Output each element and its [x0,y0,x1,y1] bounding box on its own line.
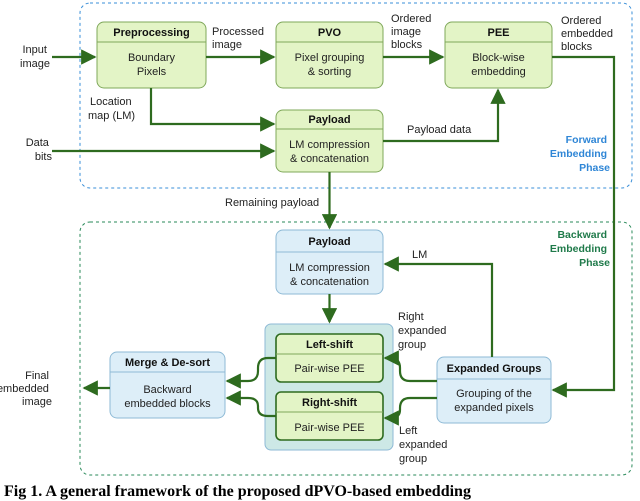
processed-image-label: Processed image [212,26,267,51]
svg-text:LM compression: LM compression [289,262,370,274]
arrow-right-expanded-group [383,350,437,383]
backward-phase-label: Backward Embedding Phase [550,229,610,269]
forward-phase-label: Forward Embedding Phase [550,134,610,174]
arrow-left-expanded-group [383,396,437,426]
ordered-image-blocks-label: Ordered image blocks [391,13,434,51]
svg-text:LM compression: LM compression [289,139,370,151]
arrow-left-shift-to-merge [225,356,276,389]
left-shift-title: Left-shift [306,339,353,351]
right-shift-title: Right-shift [302,397,357,409]
remaining-payload-label: Remaining payload [225,197,319,209]
arrow-location-map [149,88,276,132]
svg-text:Pixels: Pixels [137,66,167,78]
svg-text:embedded blocks: embedded blocks [124,398,211,410]
arrow-payload-data-to-pee [383,88,506,143]
pvo-title: PVO [318,27,342,39]
backward-phase-region [79,221,633,476]
left-expanded-group-label: Left expanded group [399,425,450,465]
pvo-box: PVO Pixel grouping & sorting [275,21,384,89]
merge-desort-title: Merge & De-sort [125,357,210,369]
svg-text:Boundary: Boundary [128,52,176,64]
merge-desort-box: Merge & De-sort Backward embedded blocks [109,351,226,419]
ordered-embedded-blocks-label: Ordered embedded blocks [561,15,616,53]
svg-text:Pair-wise PEE: Pair-wise PEE [294,363,364,375]
pee-title: PEE [487,27,509,39]
svg-text:embedding: embedding [471,66,525,78]
forward-phase-region [79,2,633,189]
left-shift-box: Left-shift Pair-wise PEE [275,333,384,383]
svg-text:& concatenation: & concatenation [290,276,369,288]
right-shift-box: Right-shift Pair-wise PEE [275,391,384,441]
payload-data-label: Payload data [407,124,472,136]
svg-text:expanded pixels: expanded pixels [454,402,534,414]
input-image-label: Input image [20,44,50,70]
figure-caption: Fig 1. A general framework of the propos… [4,483,471,500]
lm-label: LM [412,249,427,261]
location-map-label: Location map (LM) [88,96,135,122]
backward-payload-title: Payload [308,236,350,248]
pee-box: PEE Block-wise embedding [444,21,553,89]
preprocessing-title: Preprocessing [113,27,189,39]
forward-payload-title: Payload [308,114,350,126]
svg-text:Backward: Backward [143,384,191,396]
arrow-lm-to-backward-payload [383,256,494,357]
expanded-groups-box: Expanded Groups Grouping of the expanded… [436,356,552,424]
data-bits-label: Data bits [26,137,53,163]
backward-payload-box: Payload LM compression & concatenation [275,229,384,295]
svg-text:Block-wise: Block-wise [472,52,525,64]
svg-text:Grouping of the: Grouping of the [456,388,532,400]
svg-text:& concatenation: & concatenation [290,153,369,165]
arrow-right-shift-to-merge [225,390,276,418]
arrow-pee-to-expanded [551,55,616,398]
right-expanded-group-label: Right expanded group [398,311,449,351]
forward-payload-box: Payload LM compression & concatenation [275,109,384,173]
svg-text:Pair-wise PEE: Pair-wise PEE [294,422,364,434]
svg-text:& sorting: & sorting [308,66,351,78]
svg-text:Pixel grouping: Pixel grouping [295,52,365,64]
expanded-groups-title: Expanded Groups [447,363,542,375]
final-embedded-image-label: Final embedded image [0,370,52,408]
preprocessing-box: Preprocessing Boundary Pixels [96,21,207,89]
